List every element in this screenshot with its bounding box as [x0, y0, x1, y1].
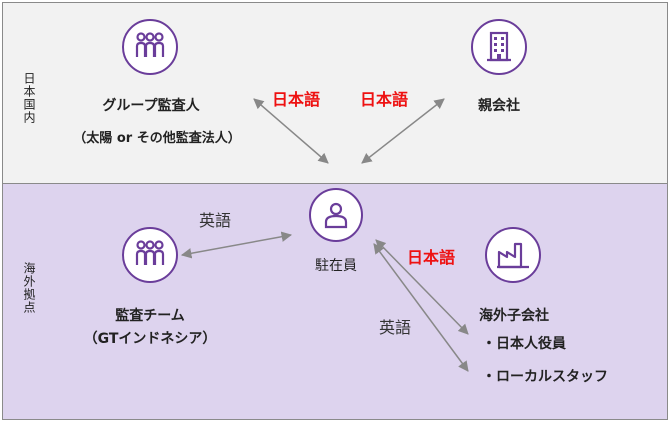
arrow-expat-audit-team [180, 231, 293, 259]
parent-company-label: 親会社 [478, 98, 520, 114]
overseas-region-label: 海外拠点 [22, 262, 36, 314]
japanese-label-parent-company: 日本語 [360, 90, 409, 109]
audit-team-node-icon [122, 227, 178, 283]
subsidiary-node-icon [485, 227, 541, 283]
audit-team-label: 監査チーム [115, 308, 185, 324]
audit-team-sublabel: （GTインドネシア） [83, 331, 217, 347]
domestic-region-label: 日本国内 [22, 72, 36, 124]
arrow-group-auditor-expat [253, 98, 329, 164]
people-group-icon [135, 32, 165, 57]
arrow-parent-expat [361, 98, 445, 164]
group-auditor-label: グループ監査人 [102, 98, 200, 114]
arrow-expat-local-staff [373, 243, 469, 372]
person-icon [324, 202, 348, 229]
japanese-label-subsidiary: 日本語 [407, 248, 456, 267]
group-auditor-sublabel: （太陽 or その他監査法人） [73, 131, 241, 146]
people-group-icon [135, 240, 165, 265]
domestic-region [2, 2, 668, 184]
factory-icon [497, 242, 529, 269]
english-label-subsidiary: 英語 [379, 318, 412, 337]
english-label-audit-team: 英語 [199, 211, 232, 230]
subsidiary-item-japanese-officers: ・日本人役員 [482, 336, 566, 352]
subsidiary-label: 海外子会社 [479, 308, 549, 324]
parent-company-node-icon [471, 19, 527, 75]
expat-node-icon [309, 188, 363, 242]
building-icon [487, 31, 511, 62]
group-auditor-node-icon [122, 19, 178, 75]
japanese-label-group-auditor: 日本語 [272, 90, 321, 109]
expat-label: 駐在員 [315, 258, 357, 274]
subsidiary-item-local-staff: ・ローカルスタッフ [482, 369, 608, 385]
